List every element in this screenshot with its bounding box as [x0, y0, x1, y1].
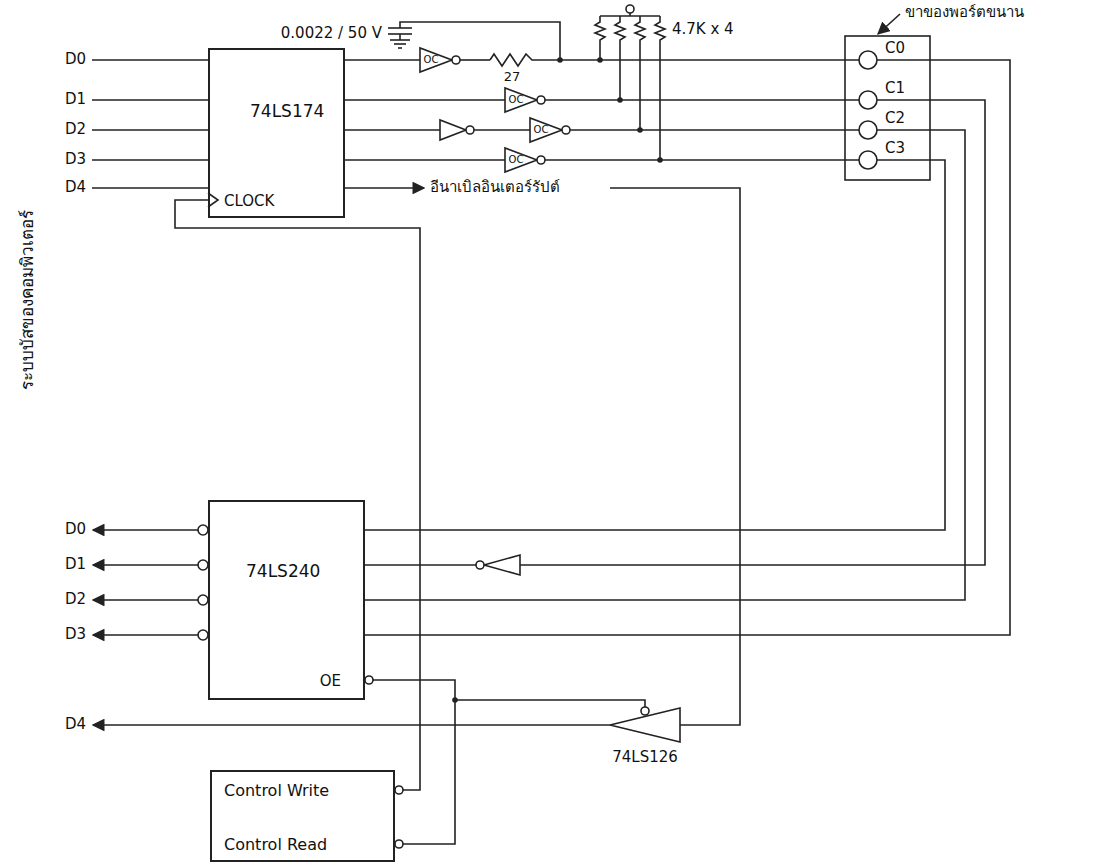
chip-label: 74LS240 — [246, 562, 320, 581]
register-chip: 74LS174CLOCK — [208, 48, 345, 218]
bus-label: ระบบบัสของคอมพิวเตอร์ — [18, 210, 38, 390]
pin-label: CLOCK — [224, 193, 274, 210]
signal-name: D0 — [65, 51, 86, 68]
pin-label: C0 — [885, 40, 905, 57]
chip-label: 74LS174 — [250, 102, 324, 121]
control-box: Control WriteControl Read — [210, 770, 395, 862]
buffer-chip: 74LS240OE — [208, 500, 365, 700]
signal-name: D2 — [65, 121, 86, 138]
capacitor-value: 0.0022 / 50 V — [281, 25, 382, 42]
gate-label: OC — [424, 54, 439, 66]
gate-label: OC — [534, 124, 549, 136]
gate-label: OC — [509, 154, 524, 166]
gate-label: OC — [509, 94, 524, 106]
signal-name: D2 — [65, 591, 86, 608]
chip-label: 74LS126 — [612, 749, 678, 766]
wire — [365, 680, 455, 844]
signal-name: D4 — [65, 716, 86, 733]
wire — [175, 200, 420, 790]
pin-label: OE — [320, 673, 341, 690]
signal-name: อีนาเบิลอินเตอร์รัปต์ — [430, 179, 560, 196]
signal-name: D4 — [65, 179, 86, 196]
resistor-value: 4.7K x 4 — [672, 21, 734, 38]
signal-name: D1 — [65, 556, 86, 573]
signal-name: D1 — [65, 91, 86, 108]
pin-label: C1 — [885, 80, 905, 97]
port-label: ขาของพอร์ตขนาน — [905, 4, 1024, 21]
signal-name: D3 — [65, 626, 86, 643]
signal-name: D0 — [65, 521, 86, 538]
pin-label: C3 — [885, 140, 905, 157]
signal-name: D3 — [65, 151, 86, 168]
control-signal: Control Write — [224, 782, 329, 800]
pin-label: C2 — [885, 110, 905, 127]
control-signal: Control Read — [224, 836, 327, 854]
resistor-value: 27 — [504, 70, 521, 85]
